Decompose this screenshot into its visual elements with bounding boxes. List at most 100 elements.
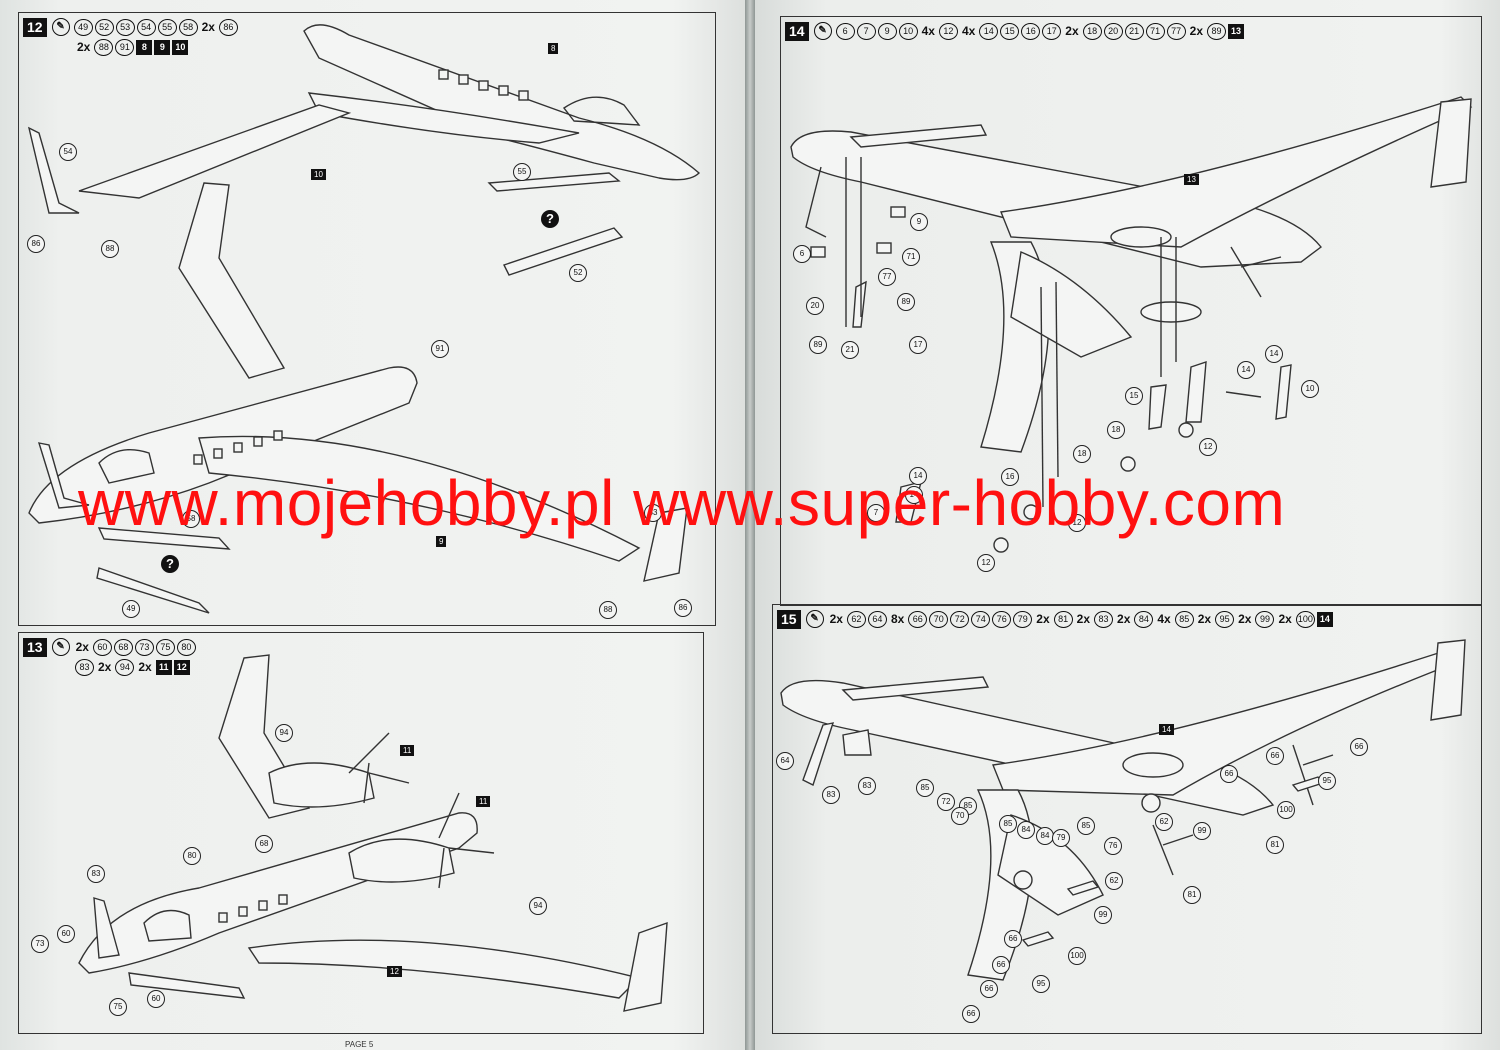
part-number-chip: 94	[115, 658, 135, 676]
part-callout: 66	[980, 980, 998, 998]
part-callout: 17	[909, 336, 927, 354]
part-callout: 77	[878, 268, 896, 286]
quantity-multiplier: 2x	[1117, 612, 1131, 626]
quantity-multiplier: 2x	[1036, 612, 1050, 626]
part-callout: 60	[147, 990, 165, 1008]
part-number-chip: 6	[835, 22, 855, 40]
part-callout: 60	[57, 925, 75, 943]
step-13-drawing	[78, 654, 668, 1012]
step-12-number: 12	[23, 17, 47, 37]
part-callout: 10	[1301, 380, 1319, 398]
part-number-chip: 15	[1000, 22, 1020, 40]
part-callout: 15	[1125, 387, 1143, 405]
part-callout: 66	[962, 1005, 980, 1023]
quantity-multiplier: 2x	[1189, 24, 1204, 38]
question-mark-icon: ?	[161, 555, 179, 573]
step-12-ref-tag: 10	[311, 169, 326, 180]
part-callout: 83	[87, 865, 105, 883]
part-number-chip: 66	[908, 610, 928, 628]
part-number-chip: 100	[1295, 610, 1315, 628]
part-callout: 66	[1266, 747, 1284, 765]
step-15-drawing	[780, 639, 1466, 981]
part-number-chip: 77	[1166, 22, 1186, 40]
part-number-chip: 79	[1013, 610, 1033, 628]
part-callout: 86	[674, 599, 692, 617]
part-callout: 85	[1077, 817, 1095, 835]
part-number-chip: 20	[1103, 22, 1123, 40]
part-number-chip: 17	[1042, 22, 1062, 40]
step-14-drawing	[790, 96, 1473, 553]
part-callout: 91	[431, 340, 449, 358]
quantity-multiplier: 4x	[961, 24, 976, 38]
part-callout: 95	[1318, 772, 1336, 790]
quantity-multiplier: 2x	[1238, 612, 1252, 626]
part-callout: 9	[910, 213, 928, 231]
part-callout: 18	[1073, 445, 1091, 463]
part-number-chip: 62	[846, 610, 866, 628]
part-callout: 81	[1266, 836, 1284, 854]
part-number-chip: 7	[856, 22, 876, 40]
step-ref-chip: 14	[1316, 611, 1333, 627]
part-number-chip: 10	[898, 22, 918, 40]
part-number-chip: 68	[113, 638, 133, 656]
part-callout: 18	[1107, 421, 1125, 439]
step-ref-chip: 12	[173, 659, 190, 675]
part-number-chip: 18	[1082, 22, 1102, 40]
part-number-chip: 95	[1215, 610, 1235, 628]
part-callout: 86	[27, 235, 45, 253]
part-callout: 20	[806, 297, 824, 315]
part-callout: 12	[977, 554, 995, 572]
part-callout: 89	[809, 336, 827, 354]
step-ref-chip: 13	[1228, 23, 1245, 39]
step-ref-chip: 9	[154, 39, 171, 55]
part-callout: 66	[1004, 930, 1022, 948]
glue-icon: ✎	[51, 638, 70, 656]
part-callout: 79	[1052, 829, 1070, 847]
part-callout: 12	[1199, 438, 1217, 456]
part-number-chip: 81	[1053, 610, 1073, 628]
part-number-chip: 52	[94, 18, 114, 36]
quantity-multiplier: 4x	[921, 24, 935, 38]
part-number-chip: 91	[115, 38, 135, 56]
step-14-number: 14	[785, 21, 809, 41]
step-ref-chip: 8	[136, 39, 153, 55]
part-callout: 16	[1001, 468, 1019, 486]
part-number-chip: 71	[1145, 22, 1165, 40]
part-number-chip: 83	[75, 658, 94, 676]
part-callout: 99	[1193, 822, 1211, 840]
part-callout: 80	[183, 847, 201, 865]
part-number-chip: 89	[1207, 22, 1227, 40]
part-callout: 71	[902, 248, 920, 266]
quantity-multiplier: 2x	[829, 612, 843, 626]
quantity-multiplier: 2x	[1197, 612, 1212, 626]
part-callout: 6	[793, 245, 811, 263]
glue-icon: ✎	[805, 610, 824, 628]
part-number-chip: 60	[92, 638, 112, 656]
part-number-chip: 49	[73, 18, 93, 36]
quantity-multiplier: 2x	[77, 40, 91, 54]
step-15-number: 15	[777, 609, 801, 629]
quantity-multiplier: 2x	[1065, 24, 1079, 38]
part-number-chip: 76	[992, 610, 1012, 628]
part-callout: 73	[31, 935, 49, 953]
part-callout: 94	[529, 897, 547, 915]
step-12-drawing	[27, 24, 701, 614]
part-number-chip: 21	[1124, 22, 1144, 40]
part-number-chip: 58	[178, 18, 198, 36]
part-callout: 14	[909, 467, 927, 485]
part-number-chip: 75	[155, 638, 175, 656]
part-callout: 66	[992, 956, 1010, 974]
part-number-chip: 74	[971, 610, 991, 628]
step-15-ref-tag: 14	[1159, 724, 1174, 735]
quantity-multiplier: 2x	[1278, 612, 1292, 626]
